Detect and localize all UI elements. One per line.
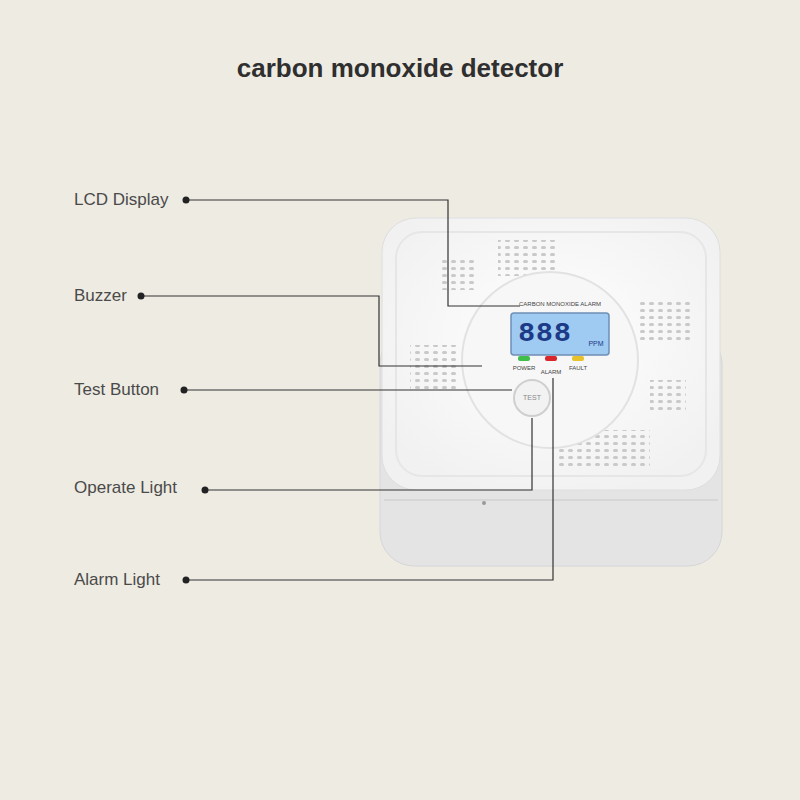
part-label: Operate Light bbox=[74, 479, 177, 498]
vent-grille bbox=[440, 260, 476, 290]
indicator-label: POWER bbox=[513, 365, 536, 372]
diagram-title: carbon monoxide detector bbox=[237, 54, 564, 83]
leader-dot bbox=[138, 293, 145, 300]
part-label: Alarm Light bbox=[74, 571, 160, 590]
fault-light bbox=[572, 356, 584, 361]
vent-grille bbox=[640, 300, 690, 344]
part-label: LCD Display bbox=[74, 191, 168, 210]
part-label: Buzzer bbox=[74, 287, 127, 306]
alarm-light bbox=[545, 356, 557, 361]
leader-line bbox=[205, 418, 532, 490]
center-panel bbox=[462, 272, 638, 448]
leader-dot bbox=[202, 487, 209, 494]
indicator-label: ALARM bbox=[541, 369, 562, 376]
button-label: TEST bbox=[523, 394, 541, 402]
vent-grille bbox=[650, 380, 686, 414]
leader-dot bbox=[183, 197, 190, 204]
leader-line bbox=[186, 200, 520, 306]
indicator-label: FAULT bbox=[569, 365, 587, 372]
housing-top bbox=[382, 218, 720, 490]
device-heading: CARBON MONOXIDE ALARM bbox=[519, 301, 601, 308]
power-light bbox=[518, 356, 530, 361]
housing-hole bbox=[482, 501, 486, 505]
part-label: Test Button bbox=[74, 381, 159, 400]
vent-grille bbox=[498, 240, 558, 276]
housing-seam bbox=[384, 499, 718, 501]
leader-dot bbox=[181, 387, 188, 394]
lcd-screen bbox=[511, 313, 609, 355]
test-button bbox=[514, 380, 550, 416]
vent-grille bbox=[410, 345, 460, 391]
leader-line bbox=[141, 296, 482, 366]
housing-rim bbox=[396, 232, 706, 476]
lcd-unit: PPM bbox=[588, 340, 603, 348]
lcd-digits: 888 bbox=[518, 319, 571, 350]
leader-dot bbox=[183, 577, 190, 584]
leader-line bbox=[184, 389, 512, 390]
leader-line bbox=[186, 378, 553, 580]
